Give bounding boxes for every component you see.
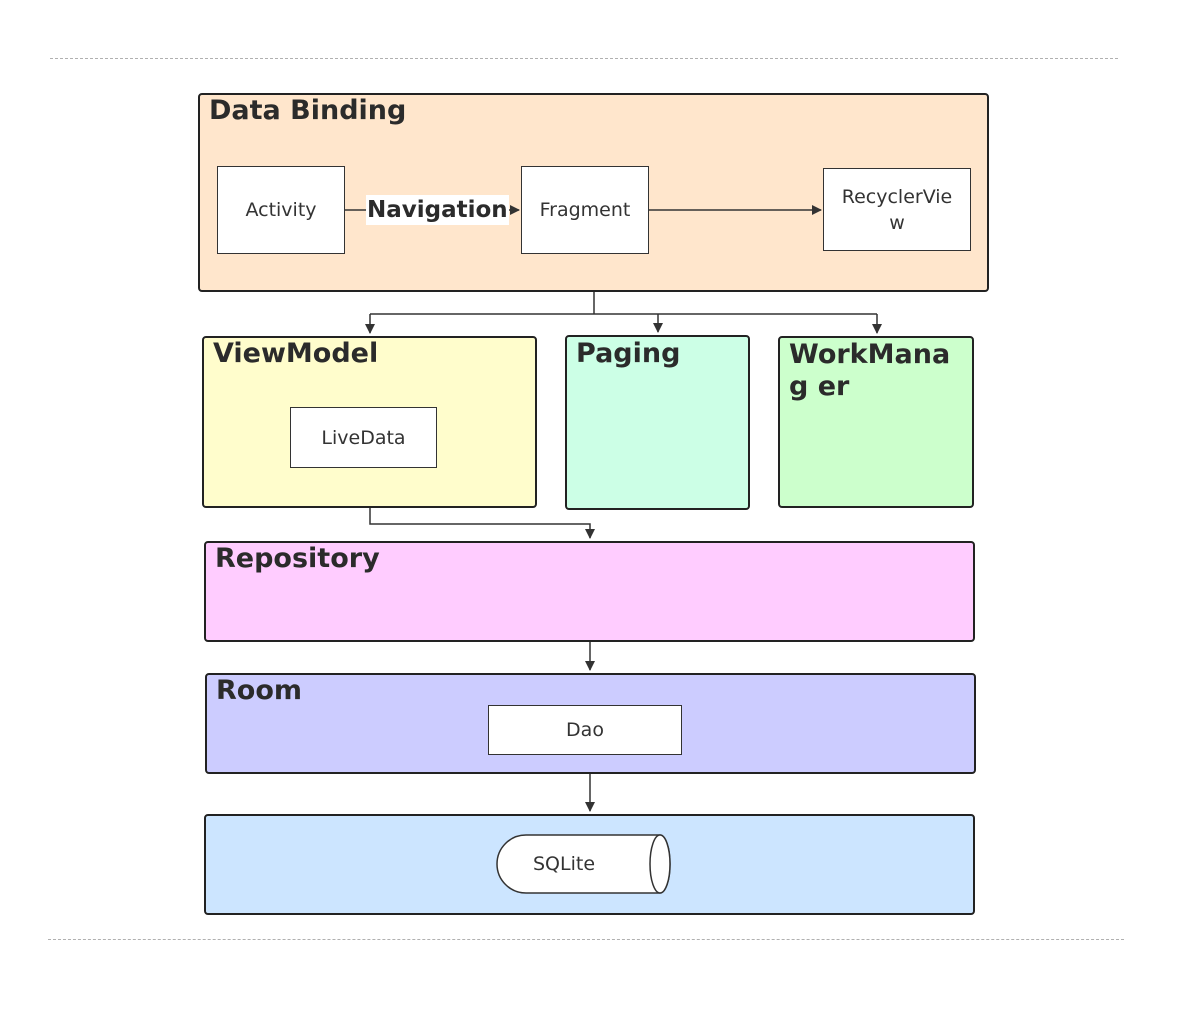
navigation-label: Navigation [366, 195, 509, 225]
livedata-node: LiveData [290, 407, 437, 468]
repository-layer [204, 541, 975, 642]
recyclerview-node: RecyclerVie w [823, 168, 971, 251]
activity-node: Activity [217, 166, 345, 254]
dao-node: Dao [488, 705, 682, 755]
fragment-node: Fragment [521, 166, 649, 254]
sqlite-cylinder-cap [649, 834, 671, 894]
paging-title: Paging [576, 338, 681, 369]
workmanager-layer [778, 336, 974, 508]
viewmodel-title: ViewModel [213, 338, 379, 369]
data-binding-title: Data Binding [209, 95, 407, 126]
bottom-divider [48, 939, 1124, 940]
top-divider [50, 58, 1118, 59]
workmanager-title: WorkManag er [789, 339, 951, 402]
room-title: Room [216, 675, 303, 706]
paging-layer [565, 335, 750, 510]
repository-title: Repository [215, 543, 380, 574]
viewmodel-to-repository-arrow [369, 508, 595, 539]
room-layer [205, 673, 976, 774]
sqlite-label: SQLite [533, 853, 596, 875]
